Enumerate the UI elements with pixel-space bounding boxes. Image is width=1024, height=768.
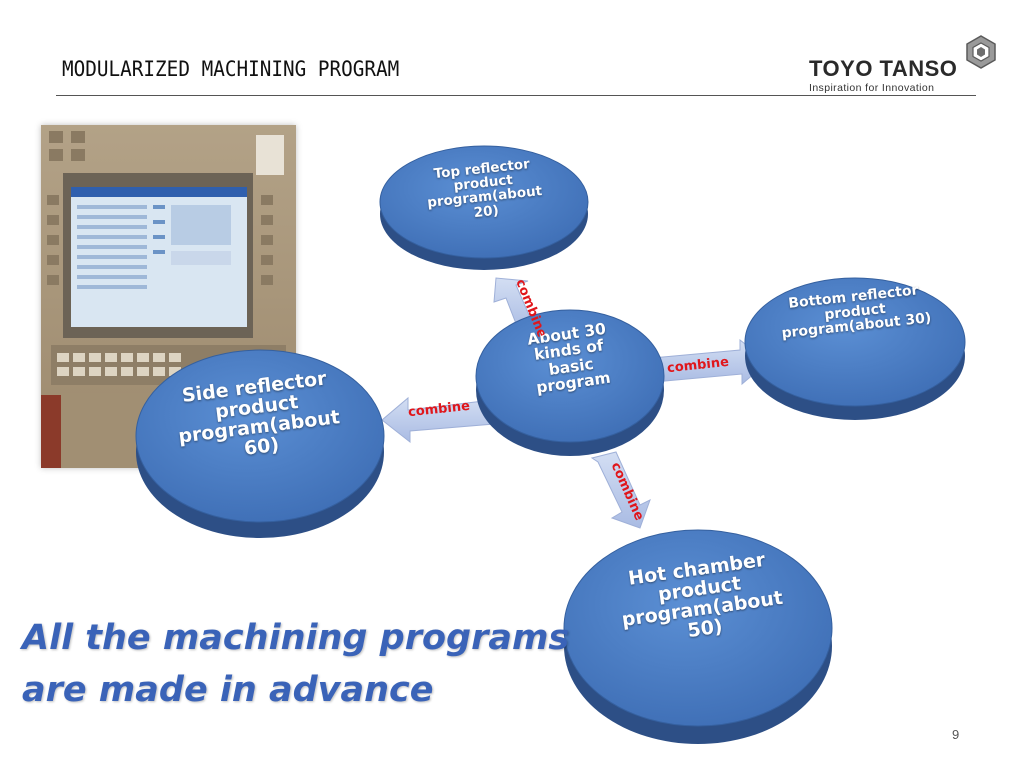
slide-title: MODULARIZED MACHINING PROGRAM bbox=[62, 57, 400, 81]
hexagon-logo-icon bbox=[966, 35, 996, 69]
slide-caption: All the machining programs are made in a… bbox=[22, 612, 582, 716]
caption-line-1: All the machining programs bbox=[22, 618, 570, 658]
company-logo: TOYO TANSO Inspiration for Innovation bbox=[805, 34, 1001, 96]
logo-name: TOYO TANSO bbox=[809, 56, 958, 81]
arrow-to-bottom bbox=[590, 451, 651, 529]
logo-tagline: Inspiration for Innovation bbox=[809, 82, 935, 94]
node-bottom bbox=[563, 529, 833, 744]
arrow-to-left bbox=[381, 396, 495, 444]
page-number: 9 bbox=[952, 727, 960, 742]
node-right bbox=[744, 277, 966, 420]
title-divider bbox=[56, 95, 976, 96]
cnc-controller-photo bbox=[41, 125, 296, 468]
node-top bbox=[379, 145, 589, 270]
node-left bbox=[135, 349, 385, 538]
node-center bbox=[475, 309, 665, 456]
caption-line-2: are made in advance bbox=[22, 670, 434, 710]
